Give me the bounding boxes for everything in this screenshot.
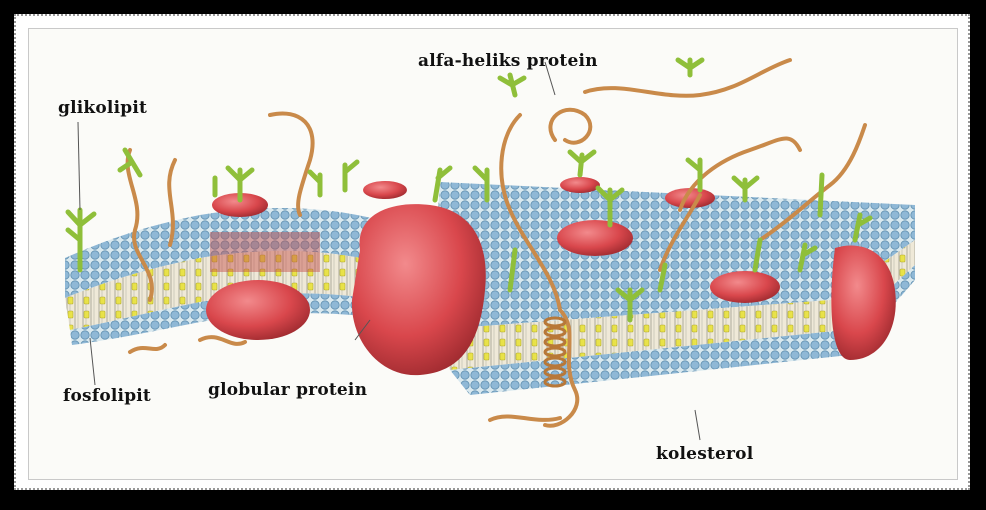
label-cholesterol: kolesterol bbox=[656, 444, 753, 464]
surface-protein-4 bbox=[557, 220, 633, 256]
large-globular-protein bbox=[352, 204, 486, 375]
globular-protein-lower bbox=[206, 280, 310, 340]
surface-protein-3 bbox=[560, 177, 600, 193]
surface-protein-6 bbox=[710, 271, 780, 303]
label-globular-protein: globular protein bbox=[208, 380, 367, 400]
label-alpha-helix-protein: alfa-heliks protein bbox=[418, 51, 598, 71]
label-phospholipid: fosfolipit bbox=[63, 386, 151, 406]
label-glycolipid: glikolipit bbox=[58, 98, 147, 118]
surface-protein-2 bbox=[363, 181, 407, 199]
